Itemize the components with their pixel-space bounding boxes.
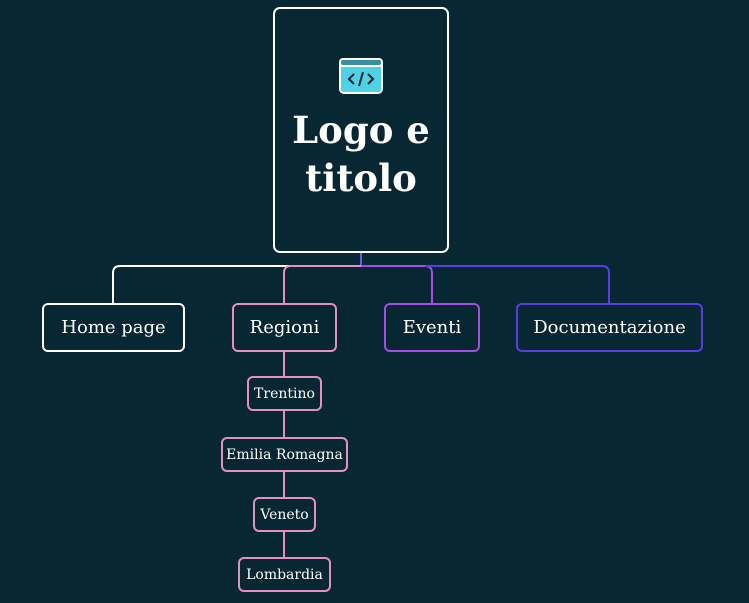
subnode-veneto[interactable]: Veneto xyxy=(253,497,316,532)
branch-documentazione[interactable]: Documentazione xyxy=(516,303,703,352)
branch-eventi[interactable]: Eventi xyxy=(384,303,480,352)
root-node[interactable]: Logo e titolo xyxy=(273,7,449,253)
subnode-label: Veneto xyxy=(260,506,309,523)
branch-label: Documentazione xyxy=(533,317,686,338)
code-window-icon xyxy=(339,58,383,94)
subnode-lombardia[interactable]: Lombardia xyxy=(238,557,331,592)
branch-label: Eventi xyxy=(402,317,462,338)
branch-home-page[interactable]: Home page xyxy=(42,303,185,352)
branch-label: Regioni xyxy=(249,317,320,338)
subnode-label: Emilia Romagna xyxy=(226,446,343,463)
subnode-emilia-romagna[interactable]: Emilia Romagna xyxy=(221,437,348,472)
root-title: Logo e titolo xyxy=(292,108,430,200)
branch-label: Home page xyxy=(61,317,166,338)
subnode-label: Trentino xyxy=(254,385,315,402)
subnode-trentino[interactable]: Trentino xyxy=(247,376,322,411)
subnode-label: Lombardia xyxy=(246,566,323,583)
branch-regioni[interactable]: Regioni xyxy=(232,303,337,352)
